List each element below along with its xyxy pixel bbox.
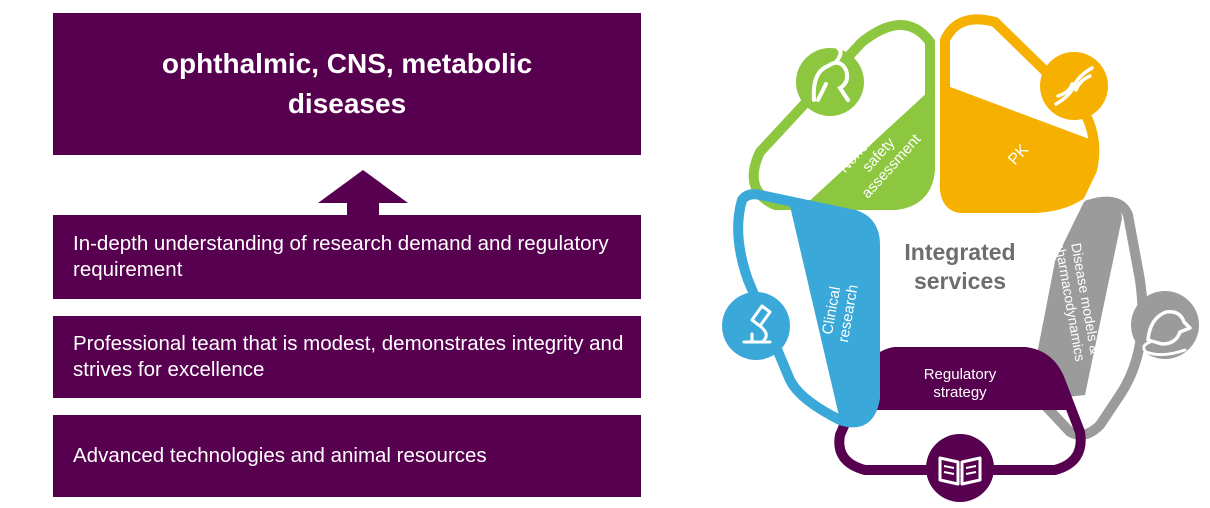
up-arrow-icon (318, 170, 408, 216)
center-title-line: services (914, 268, 1006, 294)
feature-text: Professional team that is modest, demons… (73, 332, 624, 381)
segment-clinical: Clinical research (722, 189, 880, 428)
feature-item-resources: Advanced technologies and animal resourc… (53, 415, 641, 497)
segment-label-line: strategy (933, 384, 987, 401)
feature-text: In-depth understanding of research deman… (73, 232, 609, 281)
feature-item-understanding: In-depth understanding of research deman… (53, 215, 641, 299)
segment-pk: PK (939, 14, 1108, 213)
feature-text: Advanced technologies and animal resourc… (73, 444, 487, 467)
title-text: ophthalmic, CNS, metabolic diseases (161, 48, 533, 119)
title-banner: ophthalmic, CNS, metabolic diseases (53, 13, 641, 155)
feature-item-team: Professional team that is modest, demons… (53, 316, 641, 398)
monkey-icon (796, 48, 864, 116)
segment-nonclinical: Nonclinical safety assessment (748, 20, 935, 210)
center-title-line: Integrated (904, 239, 1015, 265)
segment-disease: Disease models & pharmacodynamics (1030, 196, 1199, 440)
segment-label-line: Regulatory (924, 366, 997, 383)
integrated-services-diagram: Nonclinical safety assessment PK Disease… (722, 14, 1199, 502)
microscope-icon (722, 292, 790, 360)
book-icon (926, 434, 994, 502)
